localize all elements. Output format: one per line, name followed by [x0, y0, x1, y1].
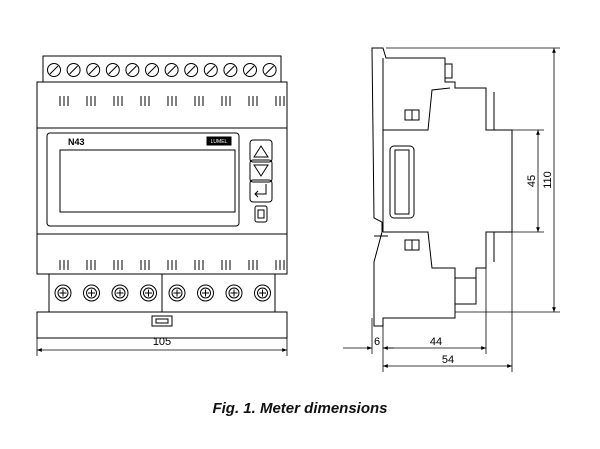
- display-glass-profile: [394, 149, 410, 215]
- terminal-screw: [203, 63, 218, 77]
- depth-6-dimension: [343, 318, 394, 354]
- depth-44-dimension: [383, 268, 487, 354]
- down-button: [249, 159, 273, 183]
- height-110-dimension: [386, 47, 560, 313]
- terminal-screw: [86, 63, 101, 77]
- side-outline: [371, 47, 513, 327]
- bottom-terminal-screws: [54, 284, 271, 302]
- terminal-screw: [223, 63, 238, 77]
- height-45-value: 45: [526, 175, 538, 187]
- bottom-ventilation-slots: [59, 260, 285, 270]
- display-bezel: [46, 132, 240, 227]
- terminal-screw: [140, 284, 157, 302]
- terminal-screw: [125, 63, 140, 77]
- depth-44-value: 44: [430, 336, 442, 348]
- terminal-screw: [54, 284, 72, 302]
- din-latch: [151, 315, 173, 327]
- terminal-screw: [164, 63, 179, 77]
- terminal-screw: [184, 63, 199, 77]
- top-stud: [445, 63, 453, 79]
- up-button: [249, 139, 273, 163]
- height-45-dimension: [512, 129, 544, 233]
- side-lower-body-line: [383, 231, 456, 304]
- height-110-value: 110: [542, 171, 554, 189]
- usb-port: [254, 205, 268, 223]
- up-arrow-icon: [253, 145, 269, 158]
- display-window-profile: [389, 145, 415, 219]
- figure-caption: Fig. 1. Meter dimensions: [212, 400, 388, 417]
- depth-54-value: 54: [442, 354, 454, 366]
- base-housing: [36, 311, 288, 339]
- terminal-screw: [66, 63, 81, 77]
- enter-button: [249, 179, 273, 203]
- top-ventilation-slots: [59, 96, 285, 106]
- terminal-screw: [83, 284, 100, 302]
- side-upper-body-line: [382, 58, 451, 131]
- top-terminal-block: [42, 55, 282, 83]
- terminal-screw: [111, 284, 129, 302]
- terminal-screw: [168, 284, 186, 302]
- usb-socket: [257, 209, 265, 219]
- down-arrow-icon: [253, 164, 269, 177]
- width-value: 105: [153, 336, 171, 348]
- terminal-screw: [145, 63, 159, 77]
- terminal-screw: [262, 63, 277, 77]
- terminal-screw: [225, 284, 243, 302]
- brand-logo: [206, 136, 232, 146]
- terminal-screw: [47, 63, 61, 77]
- terminal-screw: [197, 284, 214, 302]
- din-rail-profile: [486, 129, 512, 233]
- depth-6-value: 6: [374, 336, 380, 348]
- terminal-screw: [243, 63, 257, 77]
- brand-logo-text: LUMEL: [211, 139, 228, 145]
- depth-54-dimension: [382, 232, 513, 372]
- width-dimension: [36, 338, 288, 356]
- front-view: N43 LUMEL: [36, 55, 288, 339]
- enter-icon: [254, 184, 267, 198]
- din-latch-slot: [155, 318, 169, 324]
- lcd-display: [59, 149, 236, 213]
- terminal-screw: [105, 63, 120, 77]
- terminal-screw: [254, 284, 271, 302]
- side-view: [371, 47, 513, 327]
- model-label: N43: [68, 137, 85, 147]
- top-terminal-screws: [47, 63, 277, 77]
